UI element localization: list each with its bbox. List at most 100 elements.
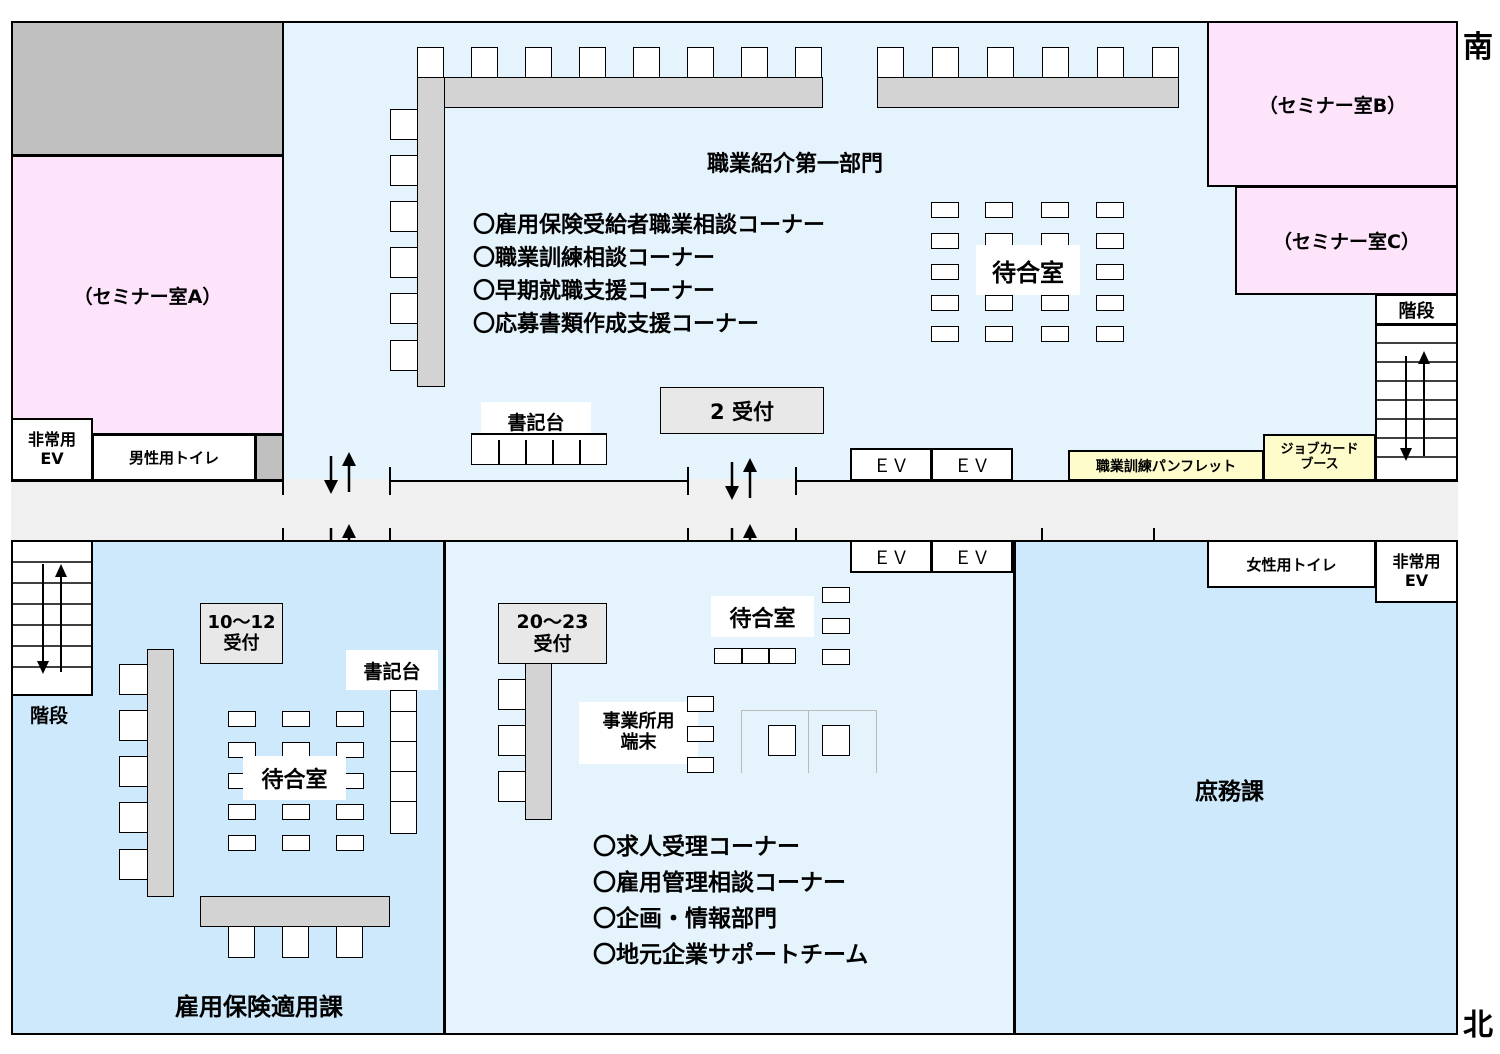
stairs-left-steps-icon (13, 561, 91, 674)
uketsuke-10-12[interactable]: 10～12 受付 (200, 603, 283, 664)
seminar-room-a[interactable]: （セミナー室A） (11, 155, 284, 435)
waiting-chair (985, 326, 1013, 342)
entry-arrows-upper-center-icon (725, 458, 757, 500)
chair (579, 47, 606, 78)
uketsuke-20-23[interactable]: 20～23 受付 (498, 603, 607, 664)
terminal-booth[interactable] (768, 725, 796, 756)
emergency-ev-left[interactable]: 非常用 EV (11, 418, 93, 481)
waiting-chair (931, 233, 959, 249)
jigyosho-terminal[interactable]: 事業所用 端末 (579, 702, 698, 764)
waiting-chair (1096, 202, 1124, 218)
waiting-chair (985, 295, 1013, 311)
stairs-right-steps-icon (1377, 342, 1456, 461)
chair (1097, 47, 1124, 78)
compass-south: 南 (1463, 30, 1493, 65)
toilet-storage (255, 434, 284, 481)
men-toilet[interactable]: 男性用トイレ (92, 434, 256, 481)
waiting-chair (822, 649, 850, 665)
waiting-chair (282, 711, 310, 727)
koyo-hoken-title: 雇用保険適用課 (175, 993, 343, 1021)
desk-l-vertical (417, 77, 445, 387)
waiting-chair (336, 804, 364, 820)
chair (119, 756, 148, 787)
chair (119, 664, 148, 695)
waiting-chair (1096, 295, 1124, 311)
stairs-left[interactable] (11, 540, 93, 696)
chair (390, 340, 418, 371)
chair (498, 679, 526, 710)
chair (498, 725, 526, 756)
stairs-right[interactable] (1375, 324, 1458, 481)
waiting-chair (336, 742, 364, 758)
seminar-room-b[interactable]: （セミナー室B） (1207, 21, 1458, 187)
corner-list-lower: 〇求人受理コーナー 〇雇用管理相談コーナー 〇企画・情報部門 〇地元企業サポート… (593, 829, 868, 973)
corner-item: 〇応募書類作成支援コーナー (473, 312, 760, 337)
terminal-booth-area (741, 710, 877, 773)
corner-item: 〇企画・情報部門 (593, 906, 777, 932)
chair (390, 155, 418, 186)
stairs-left-label: 階段 (30, 705, 69, 727)
waiting-chair (336, 835, 364, 851)
chair (1152, 47, 1179, 78)
waiting-chair (822, 587, 850, 603)
ev-upper-1[interactable]: ＥＶ (850, 448, 932, 481)
desk-left-bottom (200, 896, 390, 927)
women-toilet[interactable]: 女性用トイレ (1207, 540, 1376, 588)
shokidai-lower-slot (390, 711, 417, 742)
waiting-chair (336, 711, 364, 727)
chair (390, 201, 418, 232)
job-card-booth[interactable]: ジョブカード ブース (1263, 434, 1376, 481)
chair (119, 802, 148, 833)
corner-item: 〇職業訓練相談コーナー (473, 246, 716, 271)
corner-item: 〇地元企業サポートチーム (593, 942, 869, 968)
waiting-chair (228, 804, 256, 820)
waiting-chair (931, 295, 959, 311)
waiting-chair (228, 711, 256, 727)
chair (687, 47, 714, 78)
chair (633, 47, 660, 78)
storage-room (11, 21, 284, 156)
shokidai-lower[interactable]: 書記台 (346, 650, 438, 690)
desk-center-vertical (525, 663, 552, 820)
seminar-room-b-label: （セミナー室B） (1258, 94, 1407, 117)
chair (987, 47, 1014, 78)
chair (390, 109, 418, 140)
waiting-room-left[interactable]: 待合室 (243, 756, 346, 800)
shokidai-lower-slot (390, 771, 417, 802)
chair (741, 47, 768, 78)
waiting-chair (985, 202, 1013, 218)
waiting-room-upper[interactable]: 待合室 (976, 245, 1080, 295)
waiting-chair (228, 835, 256, 851)
pamphlet-stand[interactable]: 職業訓練パンフレット (1068, 450, 1264, 481)
chair (932, 47, 959, 78)
ev-lower-2[interactable]: ＥＶ (931, 540, 1013, 573)
desk-right (877, 77, 1179, 108)
chair (390, 293, 418, 324)
doorway-upper-center (688, 479, 796, 483)
shomu-area (1014, 540, 1458, 1035)
waiting-room-center[interactable]: 待合室 (711, 596, 814, 637)
ev-lower-1[interactable]: ＥＶ (850, 540, 932, 573)
chair (282, 926, 309, 958)
uketsuke-2[interactable]: 2 受付 (660, 387, 824, 434)
waiting-chair (1096, 264, 1124, 280)
compass-north: 北 (1463, 1008, 1493, 1043)
desk-l-horizontal (417, 77, 823, 108)
terminal-slot (687, 757, 714, 773)
chair (498, 771, 526, 802)
corner-list-upper: 〇雇用保険受給者職業相談コーナー 〇職業訓練相談コーナー 〇早期就職支援コーナー… (473, 209, 825, 341)
ev-upper-2[interactable]: ＥＶ (931, 448, 1013, 481)
terminal-booth[interactable] (822, 725, 850, 756)
seminar-room-c[interactable]: （セミナー室C） (1235, 186, 1458, 295)
desk-left-vertical (147, 649, 174, 897)
waiting-chair (931, 326, 959, 342)
shokidai-lower-slot (390, 690, 417, 715)
chair (1042, 47, 1069, 78)
emergency-ev-right[interactable]: 非常用 EV (1375, 540, 1458, 603)
chair (525, 47, 552, 78)
shokidai-lower-slot (390, 741, 417, 772)
chair (228, 926, 255, 958)
chair (795, 47, 822, 78)
chair (417, 47, 444, 78)
waiting-chair (931, 202, 959, 218)
